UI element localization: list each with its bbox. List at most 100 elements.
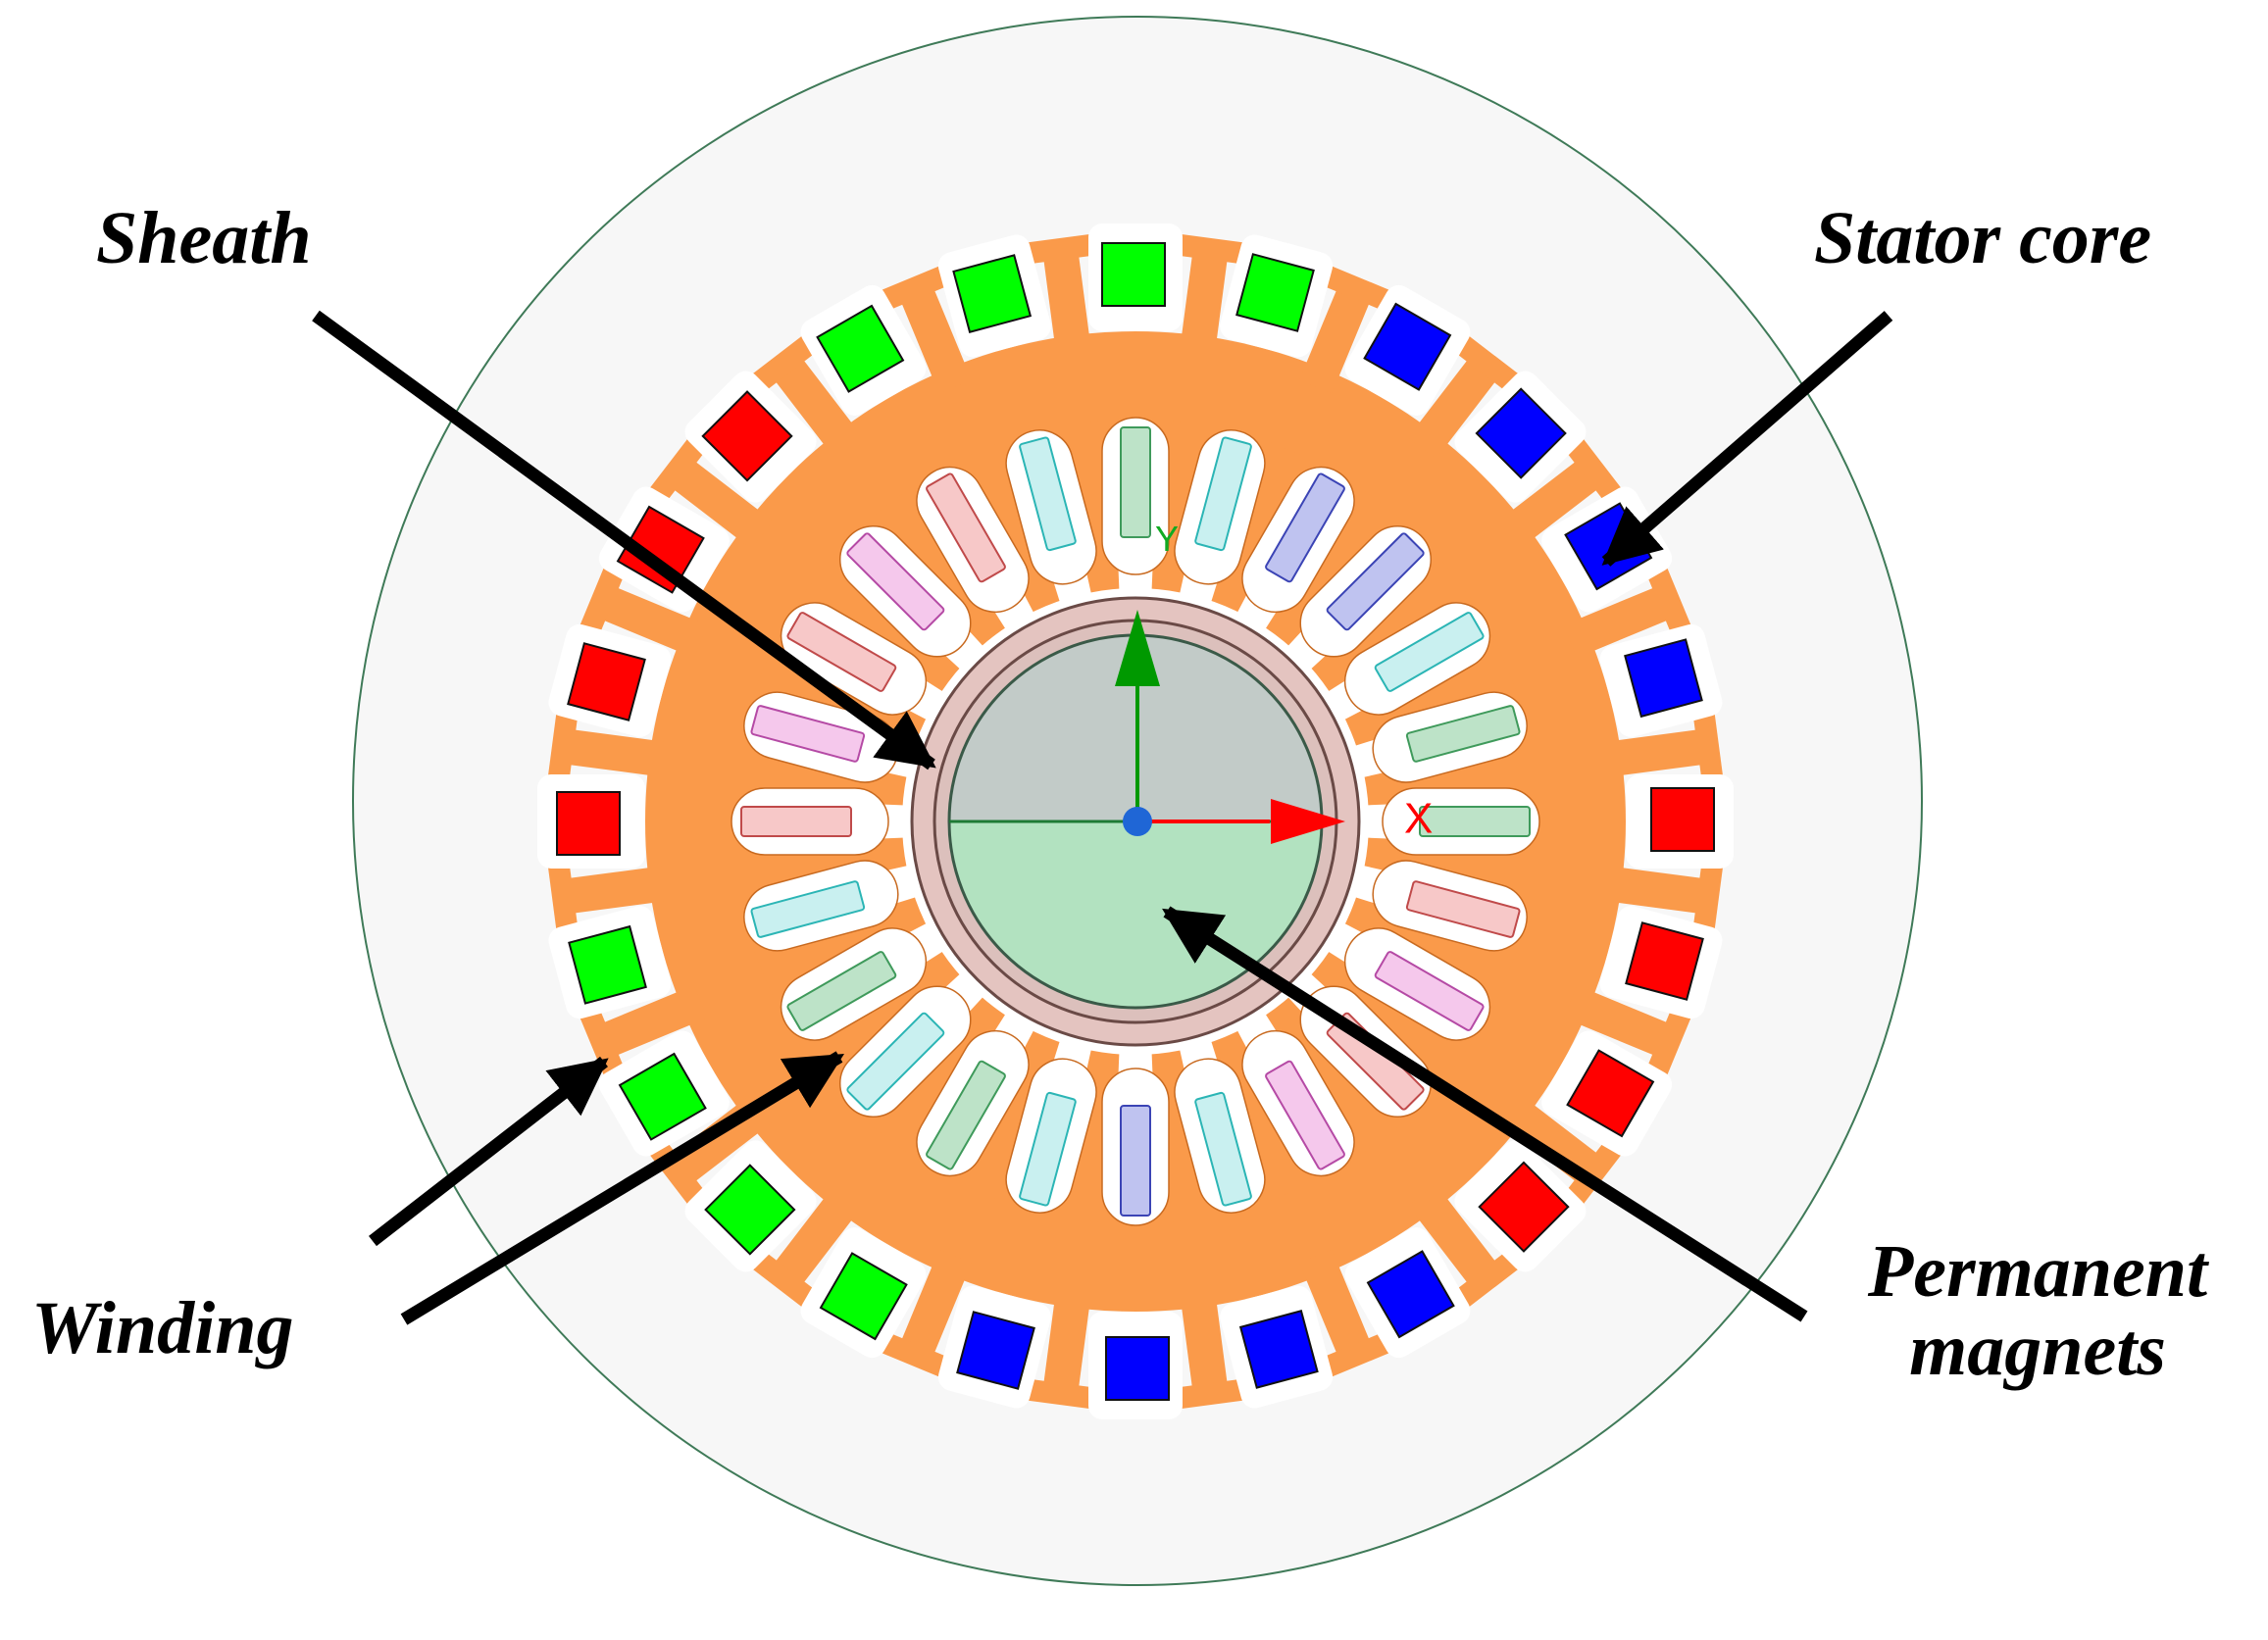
outer-winding-slot: [598, 1030, 730, 1157]
x-axis-arrowhead: [1271, 799, 1345, 844]
inner-winding-slot: [1372, 860, 1528, 952]
stator-outer-tooth: [577, 985, 708, 1083]
winding-arrow-inner-slot: [400, 1051, 845, 1325]
stator-outer-tooth: [1170, 1285, 1251, 1411]
inner-winding-slot: [916, 466, 1030, 614]
stator-inner-tooth: [1339, 640, 1519, 748]
inner-winding-slot: [916, 1029, 1030, 1177]
stator-outer-tooth: [1599, 706, 1725, 787]
stator-core-arrow: [1601, 311, 1893, 567]
coordinate-axes: Y X: [1115, 519, 1433, 844]
stator-outer-tooth: [577, 560, 708, 658]
inner-winding-slot: [838, 985, 972, 1118]
inner-winding-slot: [780, 602, 928, 716]
outer-winding-slot: [1599, 623, 1723, 737]
sheath-arrow: [312, 310, 936, 770]
inner-winding-slot: [1241, 466, 1355, 614]
stator-outer-tooth: [746, 330, 864, 460]
outer-winding-slot: [598, 486, 730, 613]
outer-winding-slot: [1454, 1140, 1587, 1272]
inner-winding-slot: [1299, 524, 1433, 658]
permanent-magnets-arrow: [1162, 906, 1808, 1322]
y-axis-arrowhead: [1115, 610, 1160, 686]
outer-winding-slot: [1541, 1030, 1673, 1157]
stator-outer-tooth: [546, 856, 672, 937]
stator-inner-tooth: [867, 484, 1008, 650]
stator-outer-tooth: [1599, 856, 1725, 937]
stator-outer-tooth: [1497, 1093, 1627, 1211]
outer-winding-slot: [800, 1227, 927, 1359]
stator-outer-tooth: [874, 1249, 972, 1380]
outer-winding-slot: [1344, 284, 1471, 416]
stator-outer-tooth: [1020, 1285, 1101, 1411]
sheath-label: Sheath: [96, 197, 312, 279]
inner-winding-slot: [1101, 417, 1170, 575]
permanent-magnets-label: Permanent magnets: [1822, 1230, 2253, 1391]
y-axis-label: Y: [1155, 519, 1179, 559]
inner-winding-slot: [1343, 927, 1491, 1041]
inner-winding-slot: [1382, 787, 1540, 856]
stator-outer-tooth: [644, 432, 774, 550]
stator-core-label: Stator core: [1814, 197, 2152, 279]
stator-outer-tooth: [1020, 232, 1101, 358]
outer-winding-slot: [537, 774, 645, 869]
stator-inner-tooth: [1263, 993, 1404, 1159]
stator-inner-tooth: [954, 1025, 1062, 1205]
winding-label: Winding: [31, 1287, 294, 1369]
stator-outer-tooth: [1407, 1183, 1525, 1313]
stator-outer-tooth: [1407, 330, 1525, 460]
outer-winding-slot: [548, 623, 672, 737]
x-axis-label: X: [1404, 795, 1433, 843]
outer-winding-slot: [937, 1285, 1051, 1409]
inner-winding-slot: [1174, 429, 1266, 585]
stator-inner-tooth: [798, 553, 964, 694]
inner-winding-slot: [838, 524, 972, 658]
origin-marker: [1123, 807, 1152, 836]
permanent-magnets-label-line1: Permanent: [1867, 1230, 2208, 1313]
stator-outer-tooth: [1170, 232, 1251, 358]
stator-outer-tooth: [1497, 432, 1627, 550]
inner-winding-slot: [780, 927, 928, 1041]
inner-winding-slot: [1372, 691, 1528, 783]
outer-winding-slot: [1220, 1285, 1334, 1409]
stator-inner-tooth: [1209, 438, 1317, 618]
stator-outer-tooth: [746, 1183, 864, 1313]
stator-inner-tooth: [1263, 484, 1404, 650]
stator-outer-tooth: [1563, 985, 1694, 1083]
inner-winding-slot: [731, 787, 889, 856]
outer-winding-slot: [800, 284, 927, 416]
winding-arrow-outer-slot: [369, 1056, 609, 1247]
stator-outer-tooth: [1563, 560, 1694, 658]
stator-inner-tooth: [1339, 895, 1519, 1003]
permanent-magnets-label-line2: magnets: [1909, 1308, 2166, 1391]
outer-winding-slot: [937, 234, 1051, 358]
stator-inner-tooth: [1307, 949, 1473, 1090]
stator-inner-tooth: [867, 993, 1008, 1159]
outer-winding-slot: [548, 906, 672, 1019]
inner-winding-slot: [1005, 1058, 1097, 1214]
stator-outer-tooth: [1299, 1249, 1397, 1380]
stator-outer-tooth: [874, 263, 972, 394]
outer-winding-slots: [537, 224, 1734, 1419]
outer-winding-slot: [684, 1140, 817, 1272]
stator-inner-tooth: [1307, 553, 1473, 694]
inner-winding-slot: [1343, 602, 1491, 716]
outer-winding-slot: [1344, 1227, 1471, 1359]
outer-winding-slot: [684, 371, 817, 503]
stator-inner-tooth: [1209, 1025, 1317, 1205]
outer-winding-slot: [1626, 774, 1734, 869]
stator-inner-tooth: [752, 895, 932, 1003]
outer-winding-slot: [1220, 234, 1334, 358]
inner-winding-slot: [743, 860, 899, 952]
outer-winding-slot: [1088, 224, 1183, 331]
stator-outer-tooth: [546, 706, 672, 787]
callout-arrows: [312, 310, 1893, 1325]
stator-inner-tooth: [954, 438, 1062, 618]
inner-winding-slot: [1241, 1029, 1355, 1177]
inner-winding-slot: [1005, 429, 1097, 585]
inner-winding-slot: [1101, 1068, 1170, 1226]
inner-winding-slots: [731, 417, 1540, 1226]
inner-winding-slot: [1174, 1058, 1266, 1214]
